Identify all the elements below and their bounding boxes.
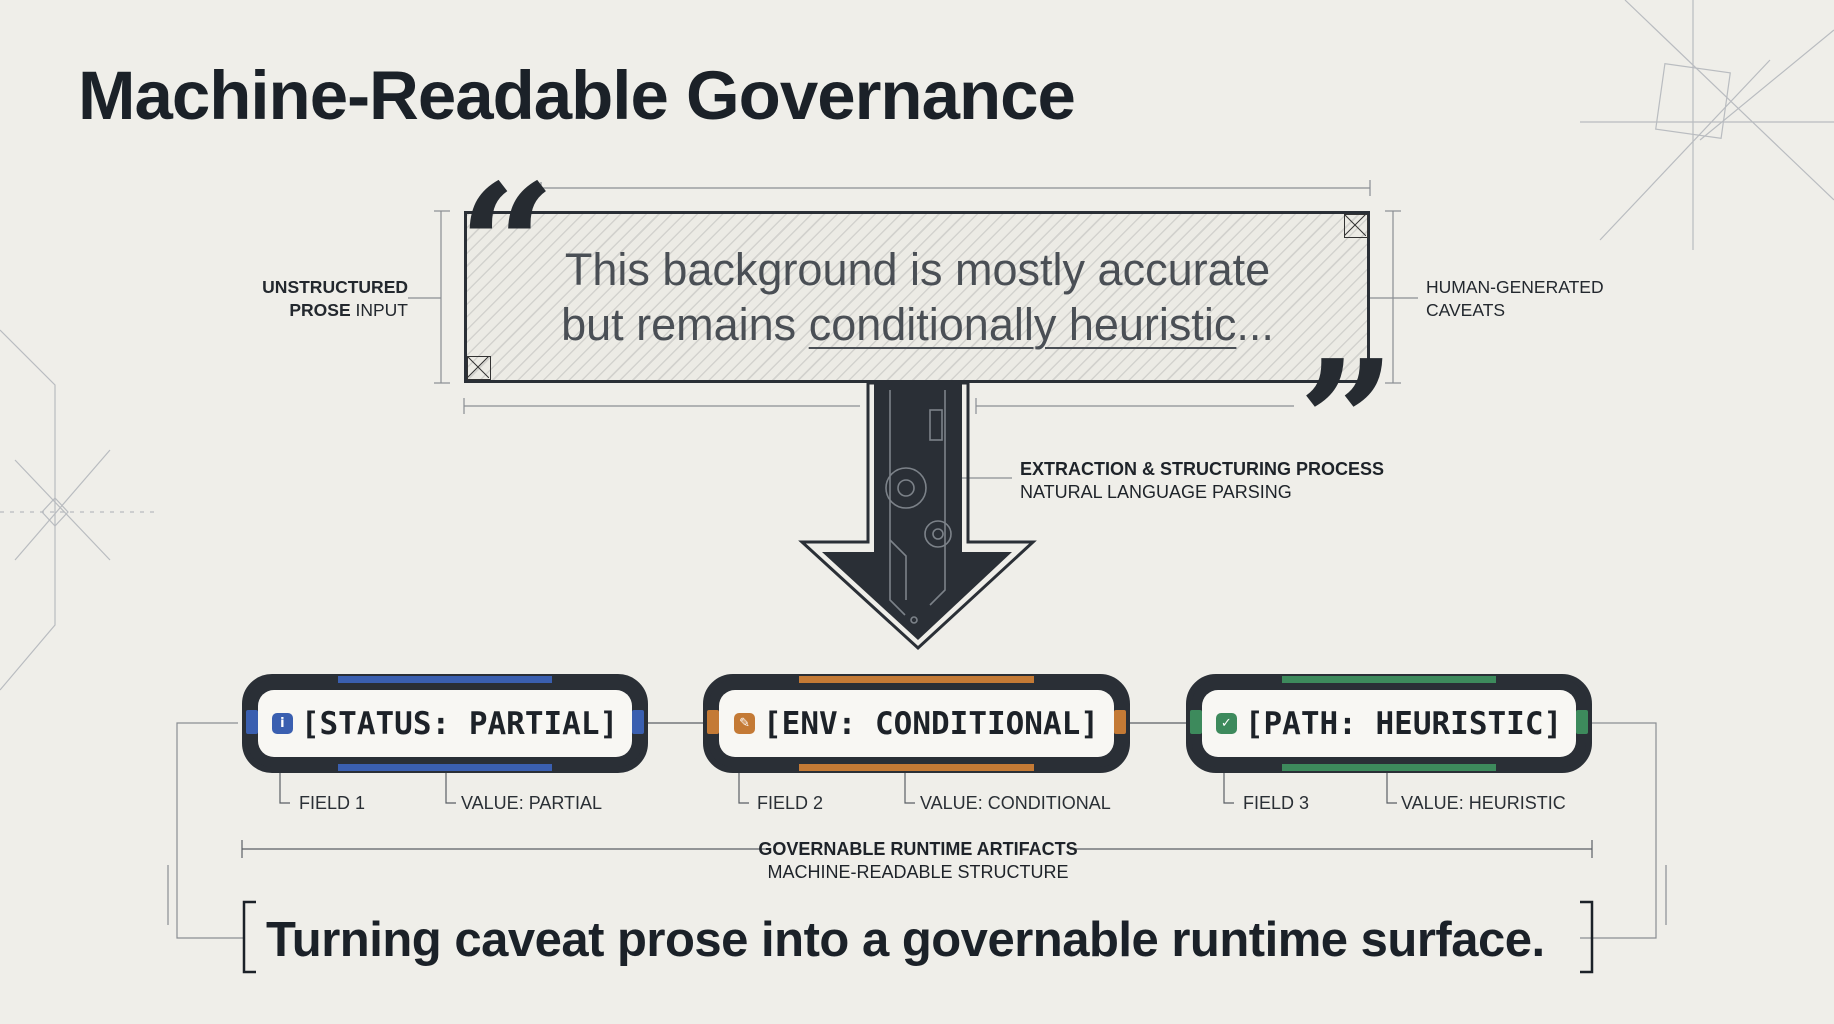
- artifacts-label: GOVERNABLE RUNTIME ARTIFACTS MACHINE-REA…: [700, 838, 1136, 884]
- process-subtitle: NATURAL LANGUAGE PARSING: [1020, 482, 1292, 502]
- pill-accent-band: [338, 676, 552, 683]
- corner-marker-top-right: [1344, 214, 1368, 238]
- pill-endcap: [707, 710, 719, 734]
- unstructured-input-label: UNSTRUCTURED PROSE INPUT: [262, 277, 408, 320]
- value-heuristic-label: VALUE: HEURISTIC: [1401, 793, 1566, 813]
- field-pill-env: ✎ [ENV: CONDITIONAL]: [703, 674, 1130, 773]
- field-3-label: FIELD 3: [1243, 793, 1310, 813]
- close-quote-icon: ”: [1298, 323, 1396, 523]
- quote-line-1: This background is mostly accurate: [564, 244, 1271, 295]
- field-pill-path: ✓ [PATH: HEURISTIC]: [1186, 674, 1592, 773]
- pill-endcap: [246, 710, 258, 734]
- quote-box: [464, 211, 1370, 383]
- quote-line-2: but remains conditionally heuristic...: [561, 299, 1274, 350]
- field-2-label: FIELD 2: [757, 793, 824, 813]
- pill-endcap: [1190, 710, 1202, 734]
- field-pill-text: ✎ [ENV: CONDITIONAL]: [719, 690, 1114, 757]
- quote-underlined-phrase: conditionally heuristic: [808, 299, 1237, 350]
- tagline: Turning caveat prose into a governable r…: [266, 913, 1545, 967]
- page-title: Machine-Readable Governance: [78, 57, 1076, 134]
- process-title: EXTRACTION & STRUCTURING PROCESS: [1020, 459, 1385, 479]
- human-caveats-label: HUMAN-GENERATED CAVEATS: [1426, 277, 1604, 320]
- corner-marker-bottom-left: [467, 356, 491, 380]
- pill-accent-band: [1282, 676, 1496, 683]
- value-partial-label: VALUE: PARTIAL: [461, 793, 603, 813]
- pill-endcap: [1576, 710, 1588, 734]
- pill-endcap: [1114, 710, 1126, 734]
- open-quote-icon: “: [458, 147, 556, 347]
- quote-text: This background is mostly accurate but r…: [490, 242, 1345, 352]
- field-1-label: FIELD 1: [299, 793, 366, 813]
- edit-icon: ✎: [734, 713, 756, 734]
- pill-endcap: [632, 710, 644, 734]
- field-pill-text: i [STATUS: PARTIAL]: [258, 690, 632, 757]
- pill-accent-band: [799, 764, 1034, 771]
- value-conditional-label: VALUE: CONDITIONAL: [920, 793, 1111, 813]
- pill-accent-band: [1282, 764, 1496, 771]
- artifacts-title: GOVERNABLE RUNTIME ARTIFACTS: [758, 839, 1078, 859]
- info-icon: i: [271, 713, 293, 734]
- field-pill-text: ✓ [PATH: HEURISTIC]: [1202, 690, 1576, 757]
- process-label: EXTRACTION & STRUCTURING PROCESS NATURAL…: [1020, 458, 1384, 504]
- artifacts-subtitle: MACHINE-READABLE STRUCTURE: [767, 862, 1069, 882]
- check-icon: ✓: [1215, 713, 1237, 734]
- pill-accent-band: [338, 764, 552, 771]
- field-pill-status: i [STATUS: PARTIAL]: [242, 674, 648, 773]
- pill-accent-band: [799, 676, 1034, 683]
